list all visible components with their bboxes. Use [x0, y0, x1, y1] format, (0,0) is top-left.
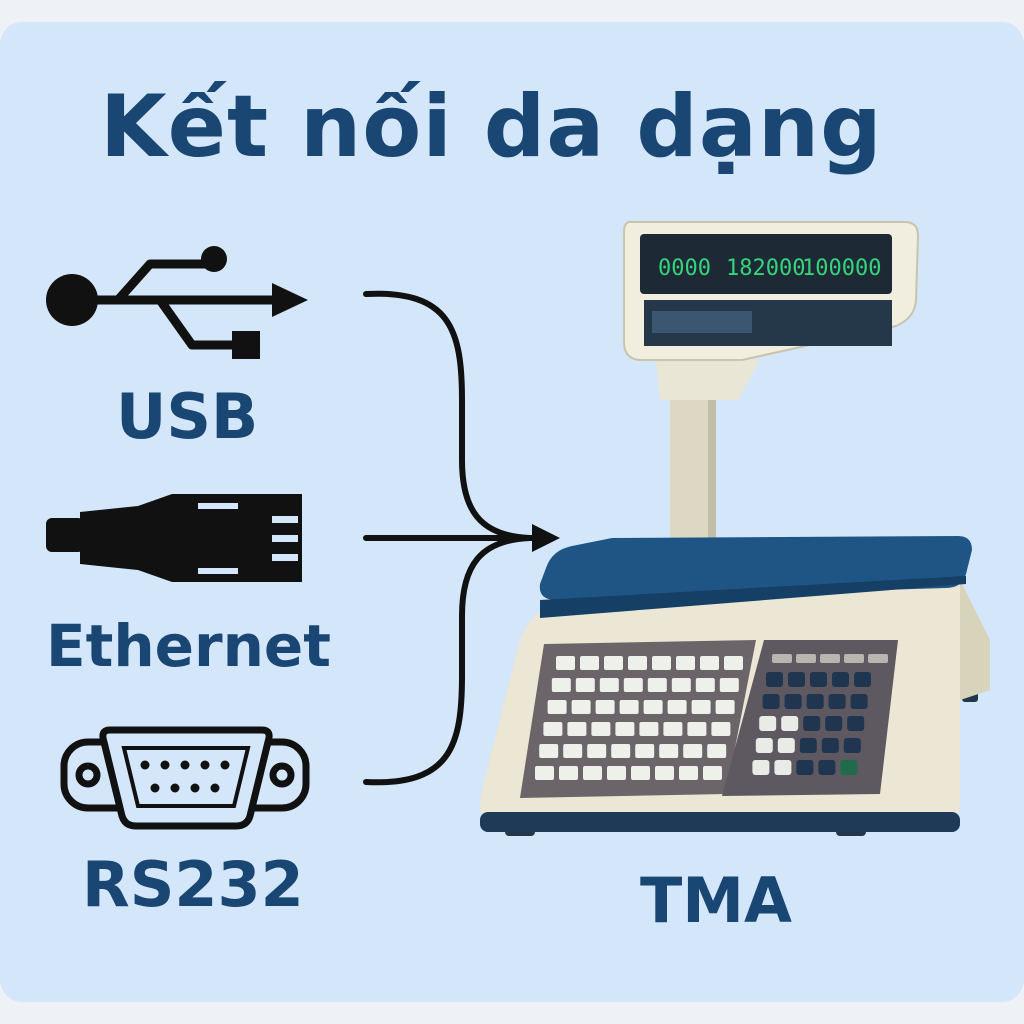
serial-port-icon — [60, 726, 310, 830]
numeric-key — [832, 672, 849, 687]
numeric-key — [755, 738, 773, 753]
keypad-key — [676, 656, 695, 670]
keypad-key — [539, 744, 559, 758]
numeric-key — [847, 716, 865, 731]
numeric-key — [850, 694, 868, 709]
keypad-key — [679, 766, 698, 780]
numeric-key — [759, 716, 777, 731]
keypad-key — [591, 722, 611, 736]
numeric-key — [788, 672, 805, 687]
function-key — [772, 654, 792, 663]
keypad-key — [647, 678, 667, 692]
ethernet-plug-icon — [46, 494, 302, 582]
numeric-key — [818, 760, 836, 775]
keypad-key — [547, 700, 567, 714]
keypad-key — [667, 700, 687, 714]
keypad-key — [580, 656, 599, 670]
rs232-label: RS232 — [82, 848, 304, 921]
keypad-key — [559, 766, 578, 780]
keypad-key — [659, 744, 679, 758]
display-reading-1: 0000 — [658, 256, 711, 281]
keypad-key — [715, 700, 735, 714]
keypad-key — [687, 722, 707, 736]
keypad-key — [707, 744, 727, 758]
numeric-key — [825, 716, 843, 731]
keypad-key — [683, 744, 703, 758]
price-computing-scale-icon: 0000 182000 100000 — [480, 221, 990, 836]
numeric-key — [806, 694, 824, 709]
keypad-key — [604, 656, 623, 670]
usb-icon — [46, 246, 308, 359]
function-key — [844, 654, 864, 663]
numeric-key — [762, 694, 780, 709]
keypad-key — [595, 700, 615, 714]
alphanumeric-keypad — [535, 656, 743, 780]
keypad-key — [724, 656, 743, 670]
connection-arrows — [363, 290, 560, 786]
keypad-key — [563, 744, 583, 758]
keypad-key — [655, 766, 674, 780]
keypad-key — [663, 722, 683, 736]
keypad-key — [671, 678, 691, 692]
function-key — [868, 654, 888, 663]
keypad-key — [719, 678, 739, 692]
display-reading-3: 100000 — [802, 256, 881, 281]
keypad-key — [691, 700, 711, 714]
keypad-key — [607, 766, 626, 780]
display-reading-2: 182000 — [726, 256, 805, 281]
numeric-key — [840, 760, 858, 775]
function-key — [820, 654, 840, 663]
keypad-key — [643, 700, 663, 714]
numeric-key — [803, 716, 821, 731]
keypad-key — [611, 744, 631, 758]
keypad-key — [700, 656, 719, 670]
keypad-key — [615, 722, 635, 736]
ethernet-label: Ethernet — [46, 612, 331, 680]
tma-label: TMA — [640, 864, 792, 937]
keypad-key — [652, 656, 671, 670]
numeric-key — [828, 694, 846, 709]
numeric-keypad — [752, 654, 888, 775]
numeric-key — [810, 672, 827, 687]
numeric-key — [843, 738, 861, 753]
numeric-key — [774, 760, 792, 775]
keypad-key — [583, 766, 602, 780]
keypad-key — [628, 656, 647, 670]
keypad-key — [619, 700, 639, 714]
keypad-key — [535, 766, 554, 780]
numeric-key — [781, 716, 799, 731]
numeric-key — [752, 760, 770, 775]
keypad-key — [639, 722, 659, 736]
numeric-key — [854, 672, 871, 687]
keypad-key — [551, 678, 571, 692]
keypad-key — [543, 722, 563, 736]
keypad-key — [703, 766, 722, 780]
function-key — [796, 654, 816, 663]
keypad-key — [695, 678, 715, 692]
diagram-title: Kết nối da dạng — [100, 77, 883, 177]
keypad-key — [575, 678, 595, 692]
usb-label: USB — [116, 380, 259, 453]
numeric-key — [777, 738, 795, 753]
keypad-key — [587, 744, 607, 758]
keypad-key — [556, 656, 575, 670]
keypad-key — [711, 722, 731, 736]
keypad-key — [571, 700, 591, 714]
numeric-key — [784, 694, 802, 709]
numeric-key — [766, 672, 783, 687]
keypad-key — [567, 722, 587, 736]
numeric-key — [799, 738, 817, 753]
keypad-key — [631, 766, 650, 780]
keypad-key — [599, 678, 619, 692]
keypad-key — [635, 744, 655, 758]
numeric-key — [796, 760, 814, 775]
numeric-key — [821, 738, 839, 753]
keypad-key — [623, 678, 643, 692]
